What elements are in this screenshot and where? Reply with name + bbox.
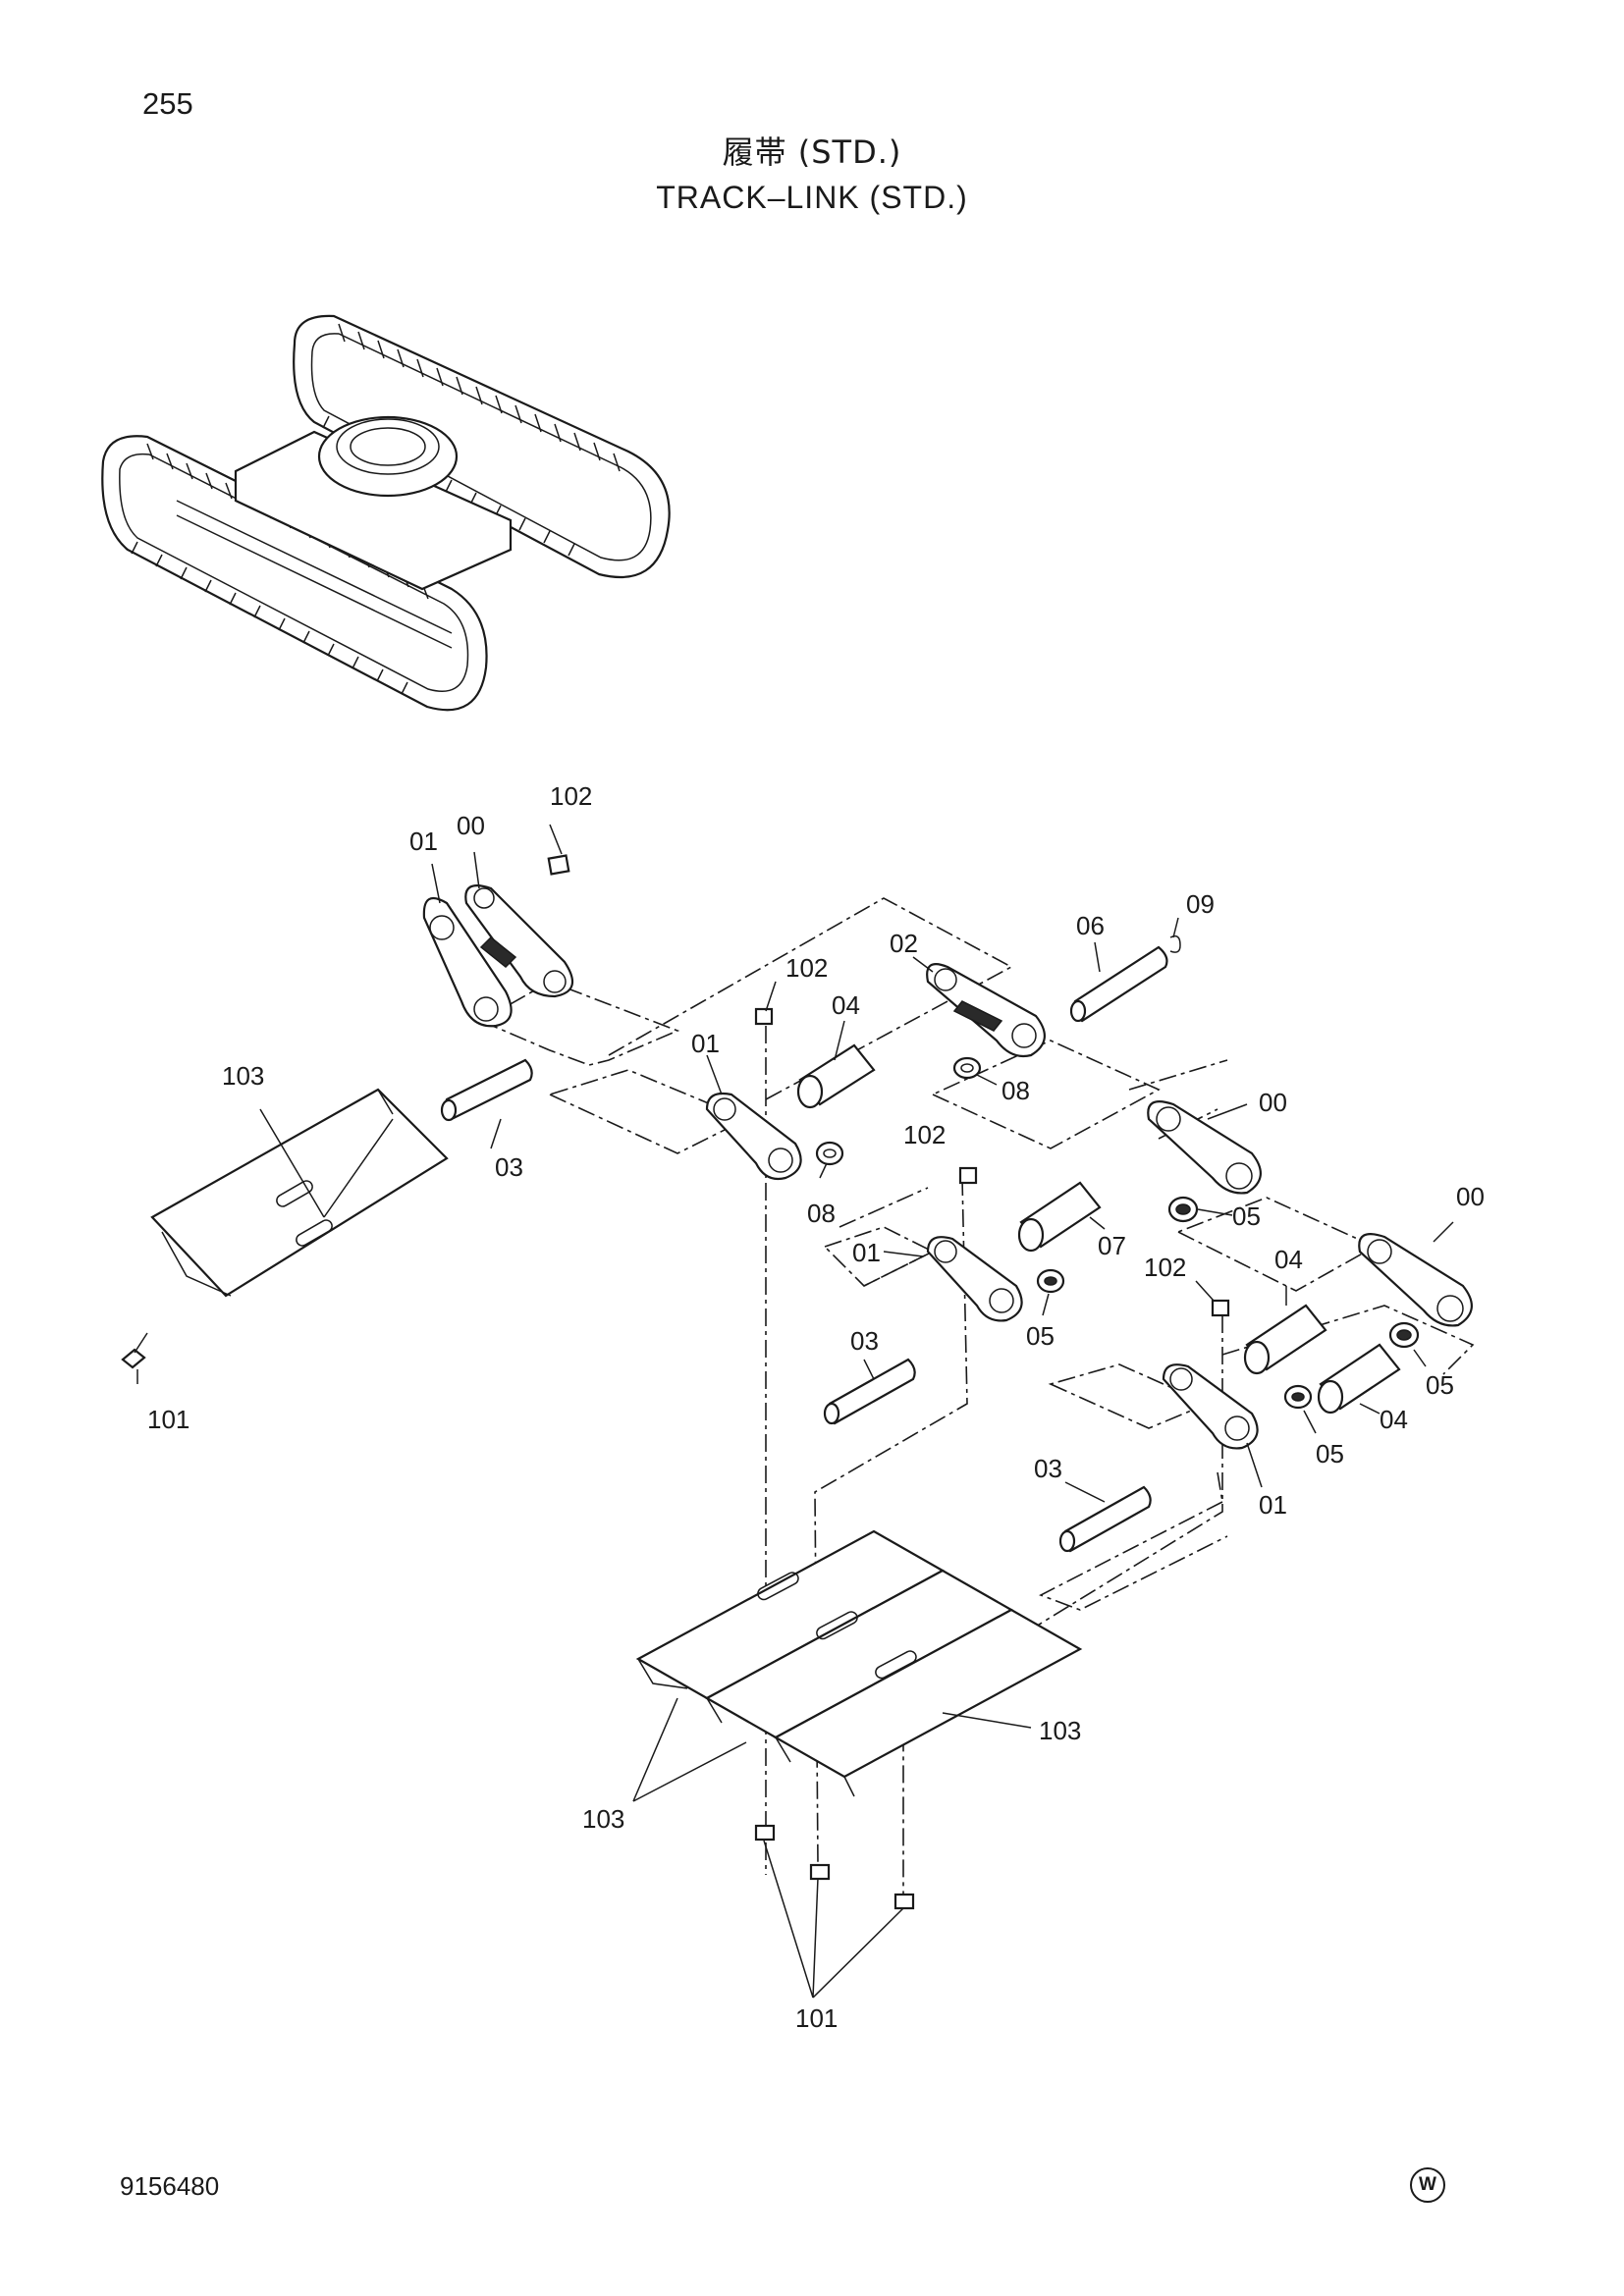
callout-101: 101 bbox=[147, 1405, 189, 1434]
callout-04: 04 bbox=[832, 990, 860, 1020]
callout-09: 09 bbox=[1186, 889, 1215, 919]
callout-04: 04 bbox=[1274, 1245, 1303, 1274]
callout-01: 01 bbox=[1259, 1490, 1287, 1520]
callout-03: 03 bbox=[1034, 1454, 1062, 1483]
callout-05: 05 bbox=[1316, 1439, 1344, 1468]
callout-05: 05 bbox=[1026, 1321, 1055, 1351]
callout-02: 02 bbox=[890, 929, 918, 958]
callout-08: 08 bbox=[1001, 1076, 1030, 1105]
callout-05: 05 bbox=[1232, 1201, 1261, 1231]
title-block: 履帯 (STD.) TRACK–LINK (STD.) bbox=[0, 130, 1624, 220]
part-callouts: 102 00 01 103 03 101 02 06 09 102 04 01 … bbox=[147, 781, 1485, 2033]
callout-103: 103 bbox=[582, 1804, 624, 1834]
undercarriage-overview-illustration bbox=[101, 314, 671, 712]
callout-03: 03 bbox=[850, 1326, 879, 1356]
callout-01: 01 bbox=[852, 1238, 881, 1267]
title-japanese: 履帯 (STD.) bbox=[722, 133, 902, 171]
track-parts bbox=[121, 854, 1473, 1910]
callout-01: 01 bbox=[409, 827, 438, 856]
callout-08: 08 bbox=[807, 1199, 836, 1228]
callout-01: 01 bbox=[691, 1029, 720, 1058]
callout-04: 04 bbox=[1380, 1405, 1408, 1434]
callout-leader-lines bbox=[136, 824, 1454, 1999]
callout-07: 07 bbox=[1098, 1231, 1126, 1260]
drawing-number: 9156480 bbox=[120, 2171, 220, 2201]
callout-00: 00 bbox=[1259, 1088, 1287, 1117]
callout-00: 00 bbox=[1456, 1182, 1485, 1211]
callout-102: 102 bbox=[785, 953, 828, 983]
callout-03: 03 bbox=[495, 1152, 523, 1182]
callout-06: 06 bbox=[1076, 911, 1105, 940]
callout-103: 103 bbox=[222, 1061, 264, 1091]
footer-circle-mark: W bbox=[1410, 2167, 1445, 2203]
callout-102: 102 bbox=[1144, 1253, 1186, 1282]
callout-102: 102 bbox=[550, 781, 592, 811]
callout-05: 05 bbox=[1426, 1370, 1454, 1400]
page-number: 255 bbox=[142, 86, 193, 121]
callout-103: 103 bbox=[1039, 1716, 1081, 1745]
callout-101: 101 bbox=[795, 2003, 838, 2033]
title-english: TRACK–LINK (STD.) bbox=[656, 180, 968, 215]
callout-00: 00 bbox=[457, 811, 485, 840]
callout-102: 102 bbox=[903, 1120, 946, 1149]
